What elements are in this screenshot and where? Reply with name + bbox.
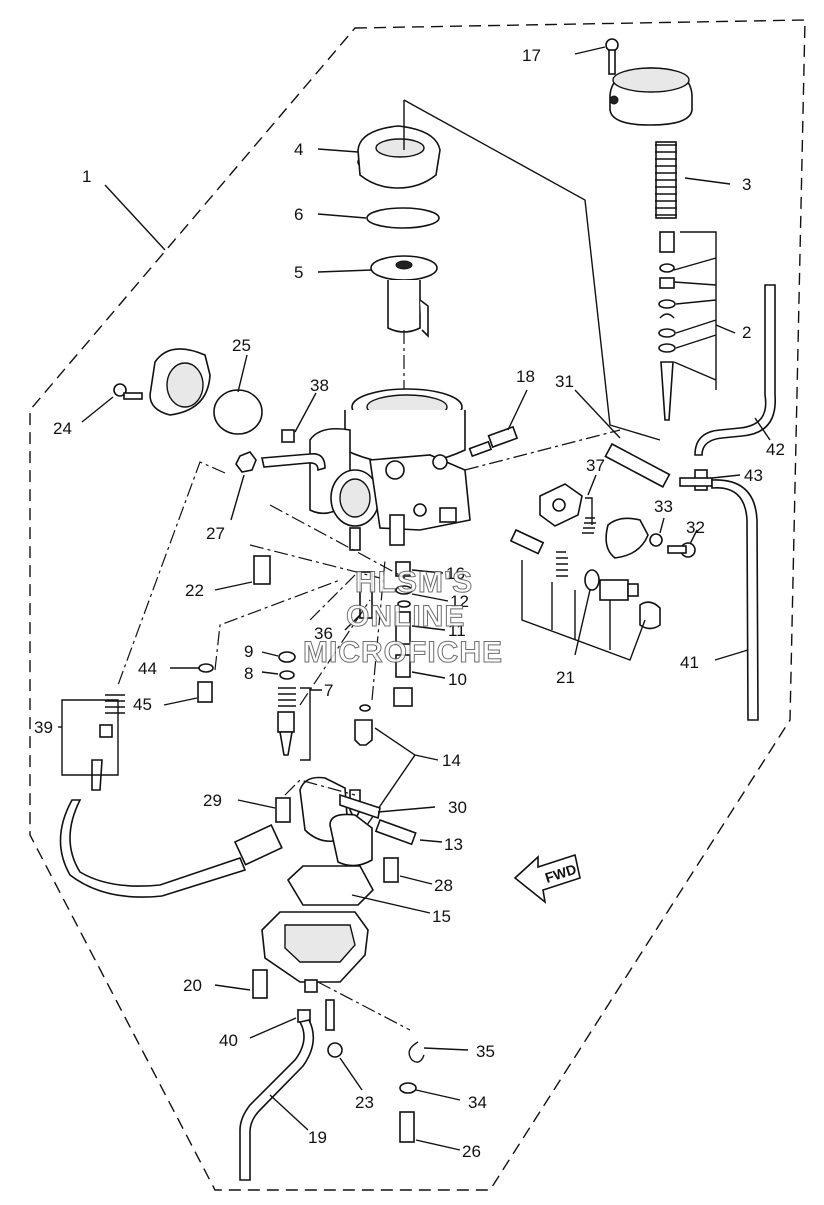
plug-45	[197, 681, 213, 703]
screw-20	[252, 969, 268, 999]
fwd-arrow: FWD	[513, 853, 581, 904]
needle-set-2	[658, 231, 676, 421]
screw-23	[325, 999, 343, 1058]
nut-27	[235, 451, 257, 473]
callout-34: 34	[468, 1093, 487, 1112]
callout-26: 26	[462, 1142, 481, 1161]
gasket-25	[213, 389, 263, 435]
callout-11: 11	[448, 621, 466, 640]
callout-28: 28	[434, 876, 453, 895]
callout-19: 19	[308, 1128, 327, 1147]
float-bowl	[261, 911, 369, 993]
callout-13: 13	[444, 835, 463, 854]
hose-42	[694, 284, 776, 456]
fitting-elbow	[261, 452, 326, 472]
chamber-4	[357, 125, 441, 189]
watermark-line1: HLSM'S	[355, 566, 473, 599]
callout-3: 3	[742, 175, 751, 194]
jet-36	[359, 571, 373, 619]
watermark-line2: ONLINE	[346, 600, 465, 633]
pin-13	[374, 818, 417, 846]
callout-36: 36	[314, 624, 333, 643]
clip-35	[408, 1041, 425, 1063]
plug-38	[281, 429, 295, 443]
washer-34	[399, 1082, 417, 1094]
callout-12: 12	[450, 592, 469, 611]
callout-7: 7	[324, 681, 333, 700]
callout-17: 17	[522, 46, 541, 65]
top-cap	[609, 67, 693, 126]
callout-27: 27	[206, 524, 225, 543]
screw-17	[605, 38, 619, 75]
callout-9: 9	[244, 642, 253, 661]
callout-25: 25	[232, 336, 251, 355]
piston-5	[370, 255, 438, 338]
callout-38: 38	[310, 376, 329, 395]
cable-39	[59, 694, 283, 898]
watermark: HLSM'S ONLINE MICROFICHE	[303, 566, 503, 670]
pilot-screw-7	[277, 687, 296, 756]
callout-43: 43	[744, 466, 763, 485]
callout-33: 33	[654, 497, 673, 516]
callout-16: 16	[446, 564, 465, 583]
callout-24: 24	[53, 419, 72, 438]
callout-5: 5	[294, 263, 303, 282]
callout-44: 44	[138, 659, 157, 678]
washer-8	[279, 670, 295, 680]
assembly-outline	[29, 19, 806, 1191]
callout-15: 15	[432, 907, 451, 926]
carburetor-body	[309, 388, 471, 551]
callout-40: 40	[219, 1031, 238, 1050]
callout-20: 20	[183, 976, 202, 995]
spring-3	[655, 141, 677, 219]
callout-37: 37	[586, 456, 605, 475]
callout-23: 23	[355, 1093, 374, 1112]
callout-6: 6	[294, 205, 303, 224]
fitting-43	[679, 469, 713, 491]
fitting-18	[468, 425, 519, 458]
screw-24	[113, 383, 143, 400]
watermark-line3: MICROFICHE	[303, 636, 503, 669]
screw-32	[667, 542, 696, 558]
callout-21: 21	[556, 668, 575, 687]
callout-39: 39	[34, 718, 53, 737]
callout-30: 30	[448, 798, 467, 817]
callout-32: 32	[686, 518, 705, 537]
washer-44	[198, 663, 214, 673]
screw-26	[399, 1111, 415, 1143]
o-ring-9	[278, 651, 296, 663]
hose-41	[711, 479, 759, 721]
jet-stack	[393, 561, 413, 707]
screw-29	[275, 797, 291, 823]
rod-31	[604, 442, 671, 488]
callout-labels: 1 2 3 4 5 6 7 8 9 10 11 12 13 14 15 16 1…	[34, 46, 785, 1161]
callout-10: 10	[448, 670, 467, 689]
callout-18: 18	[516, 367, 535, 386]
callout-8: 8	[244, 664, 253, 683]
callout-42: 42	[766, 440, 785, 459]
callout-1: 1	[82, 167, 91, 186]
callout-4: 4	[294, 140, 303, 159]
callout-22: 22	[185, 581, 204, 600]
callout-14: 14	[442, 751, 461, 770]
choke-lever	[605, 517, 649, 559]
spring-37	[582, 517, 596, 534]
screw-28	[383, 857, 399, 883]
needle-valve-14	[349, 704, 373, 822]
callout-41: 41	[680, 653, 699, 672]
float-30	[299, 776, 381, 867]
gasket-15	[286, 865, 374, 906]
callout-35: 35	[476, 1042, 495, 1061]
callout-2: 2	[742, 323, 751, 342]
callout-29: 29	[203, 791, 222, 810]
hose-19	[239, 1019, 315, 1181]
callout-31: 31	[555, 372, 574, 391]
o-ring-6	[366, 207, 440, 229]
plug-22	[253, 555, 271, 585]
callout-45: 45	[133, 695, 152, 714]
